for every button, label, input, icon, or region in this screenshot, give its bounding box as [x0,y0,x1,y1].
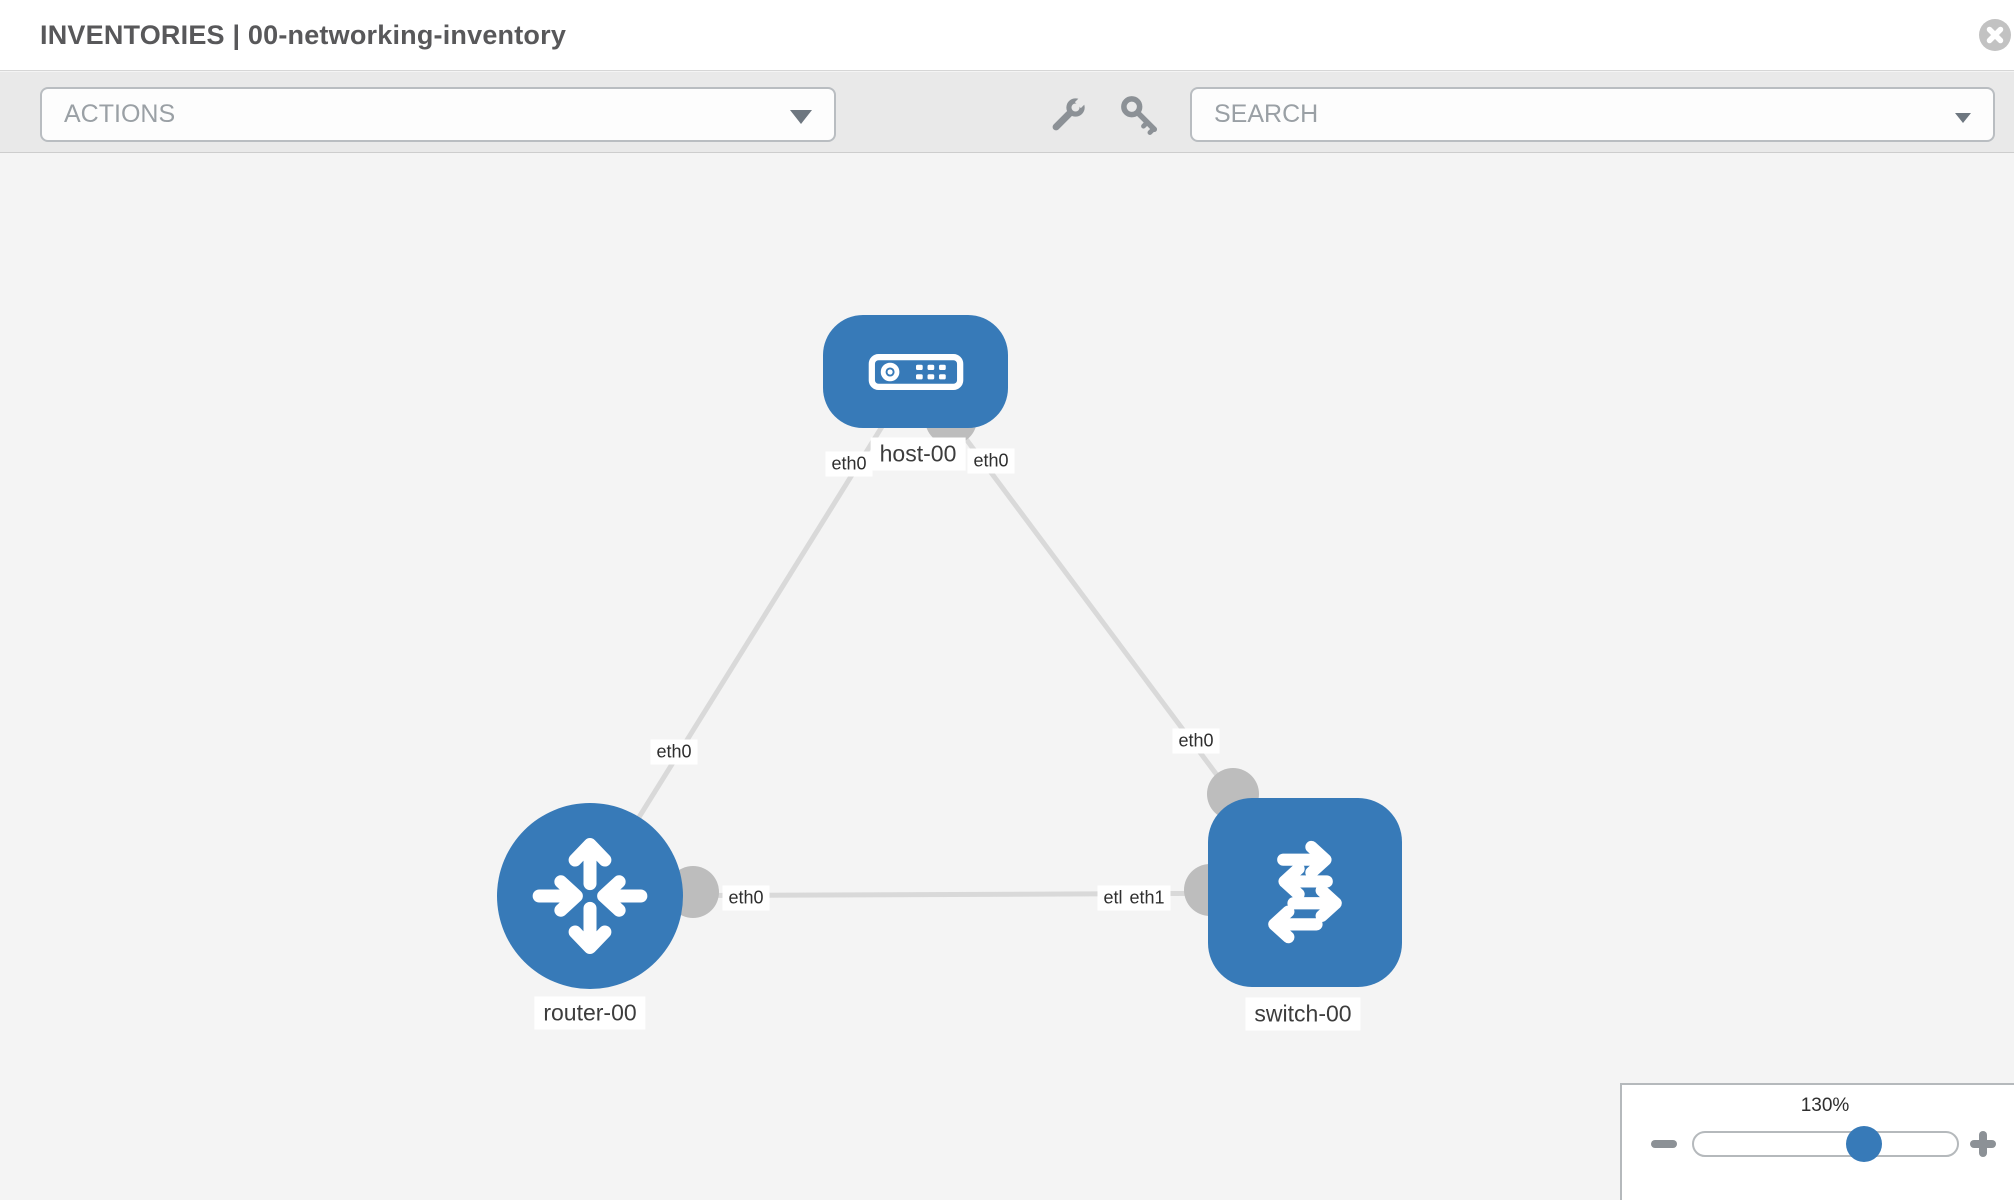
router-arrows-icon [532,838,648,954]
node-router-00[interactable] [497,803,683,989]
chevron-down-icon [1955,113,1971,123]
close-icon [1979,19,2011,51]
interface-label: eth0 [967,448,1015,474]
search-input-label: SEARCH [1214,100,1319,128]
node-label-router: router-00 [534,996,646,1030]
zoom-slider-thumb[interactable] [1846,1126,1882,1162]
interface-label-clipped: etl [1097,885,1129,911]
switch-arrows-icon [1268,840,1342,943]
zoom-in-button[interactable] [1970,1131,1996,1157]
close-button[interactable] [1978,18,2012,52]
key-icon [1121,96,1158,135]
interface-label: eth0 [650,739,698,765]
interface-label: eth1 [1123,885,1171,911]
node-label-host: host-00 [870,437,966,471]
wrench-icon [1052,96,1087,131]
configure-button[interactable] [1046,93,1090,137]
search-dropdown[interactable]: SEARCH [1190,87,1995,142]
chevron-down-icon [790,110,812,124]
interface-label: eth0 [1172,728,1220,754]
actions-dropdown-label: ACTIONS [64,100,176,128]
plus-icon-v [1979,1131,1987,1157]
node-switch-00[interactable] [1208,798,1402,987]
page-title: INVENTORIES | 00-networking-inventory [40,20,567,50]
actions-dropdown[interactable]: ACTIONS [40,87,836,142]
zoom-control-panel: 130% [1620,1083,2014,1200]
topology-toolbar: ACTIONS SEARCH [0,72,2014,153]
zoom-out-button[interactable] [1651,1140,1677,1148]
zoom-slider-track[interactable] [1692,1131,1959,1157]
credentials-button[interactable] [1118,93,1162,137]
panel-header: INVENTORIES | 00-networking-inventory [0,0,2014,71]
interface-label: eth0 [722,885,770,911]
zoom-level-value: 130% [1800,1095,1850,1116]
host-device-icon [868,353,963,390]
node-label-switch: switch-00 [1245,997,1361,1031]
node-host-00[interactable] [823,315,1008,428]
interface-label: eth0 [825,451,873,477]
